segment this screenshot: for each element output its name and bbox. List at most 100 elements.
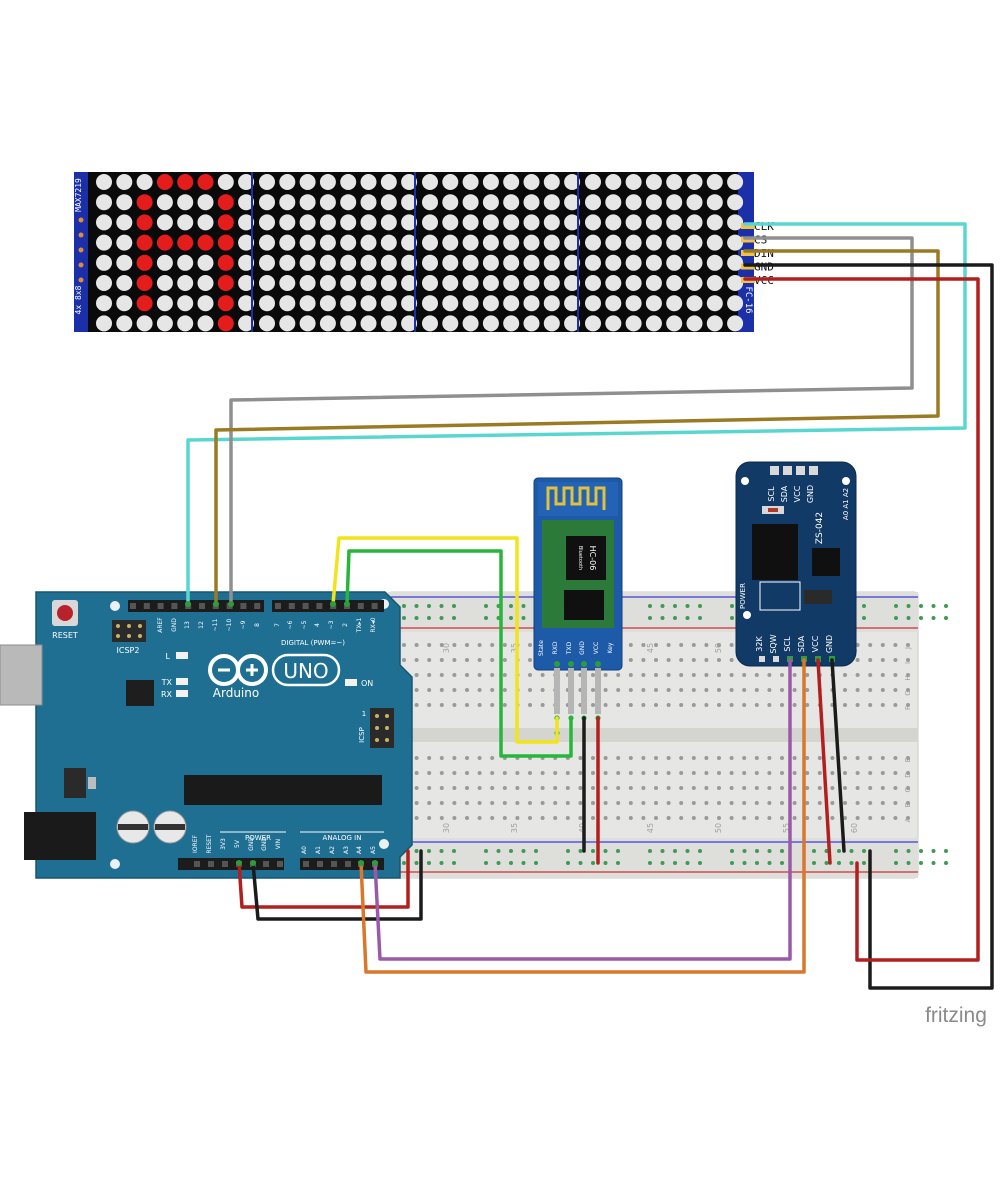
strip-hole xyxy=(704,756,709,760)
rail-hole xyxy=(742,861,747,865)
strip-hole xyxy=(439,801,444,805)
strip-hole xyxy=(603,786,608,790)
strip-hole xyxy=(628,703,633,707)
digital-header-right xyxy=(272,600,384,612)
led-pixel xyxy=(523,194,540,211)
strip-hole xyxy=(717,673,721,677)
hc06-pin-label: RXD xyxy=(552,641,559,654)
led-pixel xyxy=(462,254,479,271)
rail-hole xyxy=(824,861,829,865)
row-letter: J xyxy=(904,647,912,650)
led-pixel xyxy=(585,275,601,291)
strip-hole xyxy=(427,771,432,775)
strip-hole xyxy=(880,643,885,647)
strip-hole xyxy=(553,771,558,775)
rail-hole xyxy=(906,849,911,853)
digital-label: DIGITAL (PWM=~) xyxy=(281,639,345,647)
led-pixel xyxy=(706,295,723,312)
strip-hole xyxy=(641,786,646,790)
strip-hole xyxy=(792,673,797,677)
strip-hole xyxy=(578,801,583,805)
strip-hole xyxy=(502,801,507,805)
header-pin xyxy=(222,861,228,867)
led-pixel xyxy=(177,295,194,312)
strip-hole xyxy=(704,643,709,647)
header-pin xyxy=(199,603,205,609)
strip-hole xyxy=(817,786,822,790)
led-pixel xyxy=(422,275,438,291)
rail-hole xyxy=(452,616,456,620)
strip-hole xyxy=(855,688,860,692)
strip-hole xyxy=(628,643,633,647)
led-pixel xyxy=(543,254,560,271)
column-number-bottom: 35 xyxy=(510,823,519,833)
column-number-bottom: 60 xyxy=(850,823,859,833)
strip-hole xyxy=(666,816,671,820)
strip-hole xyxy=(792,703,797,707)
strip-hole xyxy=(855,673,860,677)
led-pixel-lit xyxy=(136,194,153,211)
led-pixel xyxy=(686,254,703,271)
row-letter: H xyxy=(904,675,912,680)
rail-hole xyxy=(862,616,866,620)
power-label: POWER xyxy=(245,834,271,842)
strip-hole xyxy=(843,688,847,692)
reset-button-cap[interactable] xyxy=(57,605,73,621)
strip-hole xyxy=(868,688,873,692)
wire-bt-rx xyxy=(345,549,573,758)
rtc-bottom-pin-label: VCC xyxy=(811,635,820,652)
wire-din xyxy=(214,249,940,606)
column-number-bottom: 30 xyxy=(442,823,451,833)
strip-hole xyxy=(855,703,860,707)
led-pixel xyxy=(259,254,275,271)
led-pixel xyxy=(666,295,683,312)
strip-hole xyxy=(780,673,784,677)
led-pixel xyxy=(645,234,662,251)
led-pixel xyxy=(543,315,560,332)
strip-hole xyxy=(704,786,709,790)
strip-hole xyxy=(729,771,734,775)
strip-hole xyxy=(830,771,835,775)
led-pixel xyxy=(279,194,296,211)
led-pixel xyxy=(625,174,642,190)
strip-hole xyxy=(654,673,658,677)
rail-hole xyxy=(439,616,444,620)
strip-hole xyxy=(754,786,759,790)
strip-hole xyxy=(880,703,885,707)
strip-hole xyxy=(515,816,520,820)
strip-hole xyxy=(893,658,898,662)
rail-hole xyxy=(931,849,936,853)
strip-hole xyxy=(628,756,633,760)
rail-hole xyxy=(660,616,665,620)
led-pixel xyxy=(585,194,601,211)
row-letter: C xyxy=(904,787,912,792)
strip-hole xyxy=(868,771,873,775)
strip-hole xyxy=(490,771,495,775)
atmega-chip xyxy=(184,775,382,805)
mount-hole xyxy=(110,859,120,869)
rail-hole xyxy=(509,604,513,608)
header-pin xyxy=(317,861,323,867)
strip-hole xyxy=(805,786,810,790)
led-pixel xyxy=(360,295,377,312)
led-pixel xyxy=(462,315,479,332)
strip-hole xyxy=(666,673,671,677)
rail-hole xyxy=(837,861,841,865)
strip-hole xyxy=(742,703,747,707)
led-pixel xyxy=(116,194,133,211)
led-pixel xyxy=(238,214,255,231)
led-pixel xyxy=(197,214,214,231)
led-pixel-lit xyxy=(217,295,234,312)
led-pixel xyxy=(462,234,479,251)
led-pixel xyxy=(543,275,560,291)
rail-hole xyxy=(685,604,690,608)
led-pixel xyxy=(503,214,520,231)
strip-hole xyxy=(477,816,482,820)
strip-hole xyxy=(717,756,721,760)
led-pixel xyxy=(666,315,683,332)
strip-hole xyxy=(452,643,457,647)
led-pixel xyxy=(605,214,622,231)
column-number-top: 50 xyxy=(714,643,723,653)
